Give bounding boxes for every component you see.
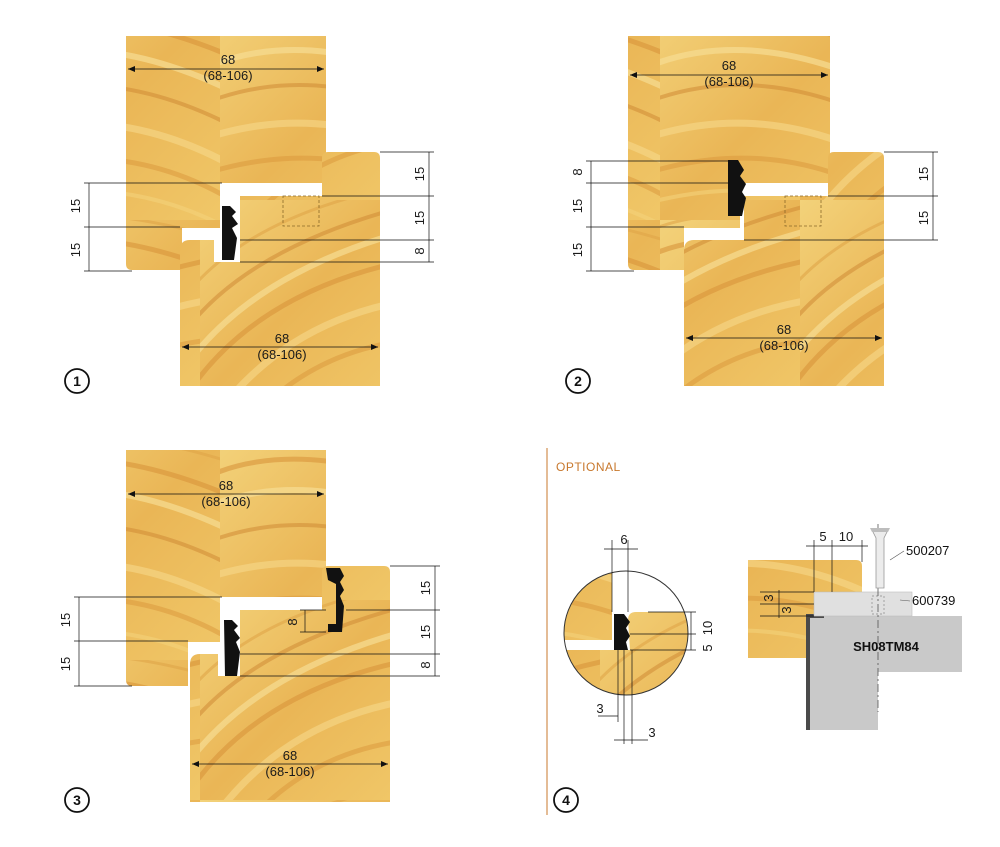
dim-detail-top: 6	[620, 532, 627, 547]
figure-number: 4	[562, 792, 570, 808]
gasket	[224, 620, 240, 676]
dim-top-width: 68	[219, 478, 233, 493]
sash-profile-bottom	[684, 152, 884, 386]
figure-number: 3	[73, 792, 81, 808]
dim-top-range: (68-106)	[201, 494, 250, 509]
mount-dimensions	[760, 540, 868, 618]
left-dimensions	[586, 160, 730, 272]
figure-number-badge	[64, 368, 90, 394]
diagram-4: OPTIONAL 6 10 5 3	[546, 448, 962, 815]
dim-left-c: 15	[570, 243, 585, 257]
dim-left-a: 8	[570, 168, 585, 175]
detail-dimensions	[598, 540, 696, 744]
dim-detail-right-a: 10	[700, 621, 715, 635]
dim-left-b: 15	[570, 199, 585, 213]
dim-mount-d: 3	[779, 606, 794, 613]
optional-label: OPTIONAL	[556, 460, 621, 474]
right-dimensions	[744, 151, 938, 241]
plate-code: 600739	[912, 593, 955, 608]
diagram-2: 68 (68-106) 68 (68-106) 8 15 15 15 15 2	[565, 36, 938, 394]
dim-detail-bottom-a: 3	[596, 701, 603, 716]
dim-left-a: 15	[58, 613, 73, 627]
dim-bottom-range: (68-106)	[265, 764, 314, 779]
right-dimensions	[240, 151, 434, 263]
groove-dashed	[282, 195, 320, 227]
left-dimensions	[84, 182, 222, 272]
dim-bottom-width: 68	[777, 322, 791, 337]
dim-right-a: 15	[916, 167, 931, 181]
leader-line	[889, 550, 905, 561]
dim-bottom-range: (68-106)	[257, 347, 306, 362]
right-dimensions	[240, 565, 440, 677]
figure-number: 1	[73, 373, 81, 389]
mounting-plate	[813, 591, 913, 617]
dim-left-b: 15	[68, 243, 83, 257]
dim-right-b: 15	[916, 211, 931, 225]
dim-mount-a: 5	[819, 529, 826, 544]
dim-top-range: (68-106)	[704, 74, 753, 89]
mounting-detail: SH08TM84 500207 600739	[748, 524, 962, 730]
gasket	[326, 568, 344, 632]
gasket	[222, 206, 238, 260]
figure-number: 2	[574, 373, 582, 389]
dim-mount-c: 3	[761, 594, 776, 601]
dim-right-a: 15	[418, 581, 433, 595]
diagram-3: 68 (68-106) 68 (68-106) 15 15 15 15 8 8 …	[58, 450, 440, 813]
profile-code: SH08TM84	[853, 639, 920, 654]
dim-bottom-width: 68	[283, 748, 297, 763]
dim-right-a: 15	[412, 167, 427, 181]
dim-right-b: 15	[412, 211, 427, 225]
dim-left-b: 15	[58, 657, 73, 671]
sash-profile-bottom	[180, 152, 380, 386]
dim-right-c: 8	[412, 247, 427, 254]
figure-number-badge	[64, 787, 90, 813]
dim-detail-bottom-b: 3	[648, 725, 655, 740]
dim-bottom-range: (68-106)	[759, 338, 808, 353]
groove-dashed	[784, 195, 822, 227]
dim-top-range: (68-106)	[203, 68, 252, 83]
gasket	[728, 160, 746, 216]
screw-icon	[871, 529, 889, 589]
dim-detail-right-b: 5	[700, 644, 715, 651]
dim-top-width: 68	[221, 52, 235, 67]
wood-block	[748, 560, 862, 658]
profile-edge	[806, 614, 824, 730]
dim-mount-b: 10	[839, 529, 853, 544]
figure-number-badge	[553, 787, 579, 813]
dim-right-c: 8	[418, 661, 433, 668]
dim-inner: 8	[285, 618, 300, 625]
diagram-1: 68 (68-106) 68 (68-106) 15 15 15 15 8 1	[64, 36, 434, 394]
dim-left-a: 15	[68, 199, 83, 213]
dim-top-width: 68	[722, 58, 736, 73]
dim-right-b: 15	[418, 625, 433, 639]
left-dimensions	[74, 596, 222, 687]
leader-line	[899, 599, 911, 602]
screw-head	[870, 528, 890, 532]
detail-circle	[563, 570, 689, 696]
frame-profile-top	[126, 450, 326, 686]
figure-number-badge	[565, 368, 591, 394]
frame-profile-top	[126, 36, 326, 270]
dim-bottom-width: 68	[275, 331, 289, 346]
aluminium-profile	[806, 616, 962, 730]
frame-profile-top	[628, 36, 830, 270]
screw-code: 500207	[906, 543, 949, 558]
